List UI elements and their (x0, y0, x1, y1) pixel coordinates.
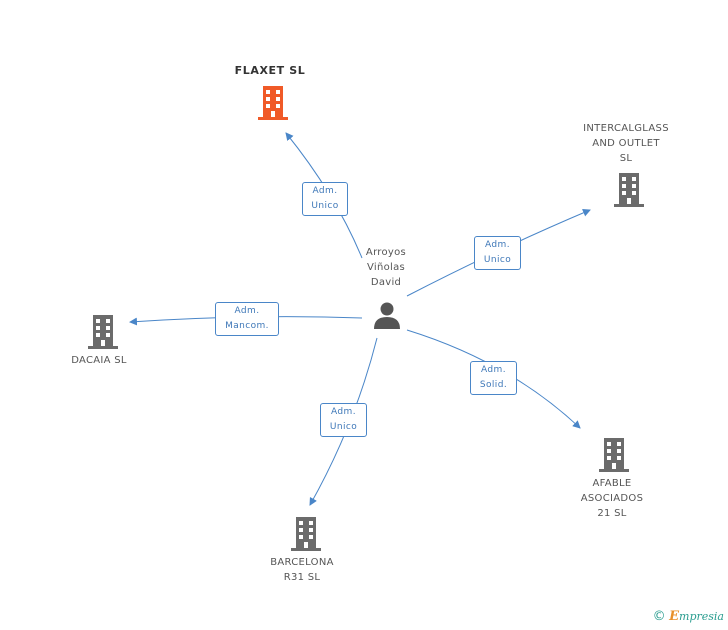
person-icon[interactable] (372, 300, 402, 330)
company-name-barcelona: BARCELONA R31 SL (270, 557, 334, 583)
relation-label-afable: Adm. Solid. (470, 361, 517, 395)
company-name-intercalglass: INTERCALGLASS AND OUTLET SL (583, 123, 669, 164)
building-icon-flaxet[interactable] (256, 84, 290, 120)
company-name-dacaia: DACAIA SL (71, 355, 127, 366)
relation-label-flaxet: Adm. Unico (302, 182, 348, 216)
person-name: Arroyos Viñolas David (365, 247, 407, 288)
company-name-afable: AFABLE ASOCIADOS 21 SL (580, 478, 644, 519)
brand-name-rest: mpresia (679, 610, 724, 623)
building-icon-afable[interactable] (597, 436, 631, 472)
copyright-symbol: © (652, 609, 666, 624)
building-icon-barcelona[interactable] (289, 515, 323, 551)
relation-label-intercalglass: Adm. Unico (474, 236, 521, 270)
empresia-logo: © Empresia (653, 609, 724, 624)
brand-initial: E (669, 609, 680, 624)
relation-label-barcelona: Adm. Unico (320, 403, 367, 437)
building-icon-intercalglass[interactable] (612, 171, 646, 207)
company-name-flaxet: FLAXET SL (234, 64, 306, 77)
building-icon-dacaia[interactable] (86, 313, 120, 349)
relation-label-dacaia: Adm. Mancom. (215, 302, 279, 336)
